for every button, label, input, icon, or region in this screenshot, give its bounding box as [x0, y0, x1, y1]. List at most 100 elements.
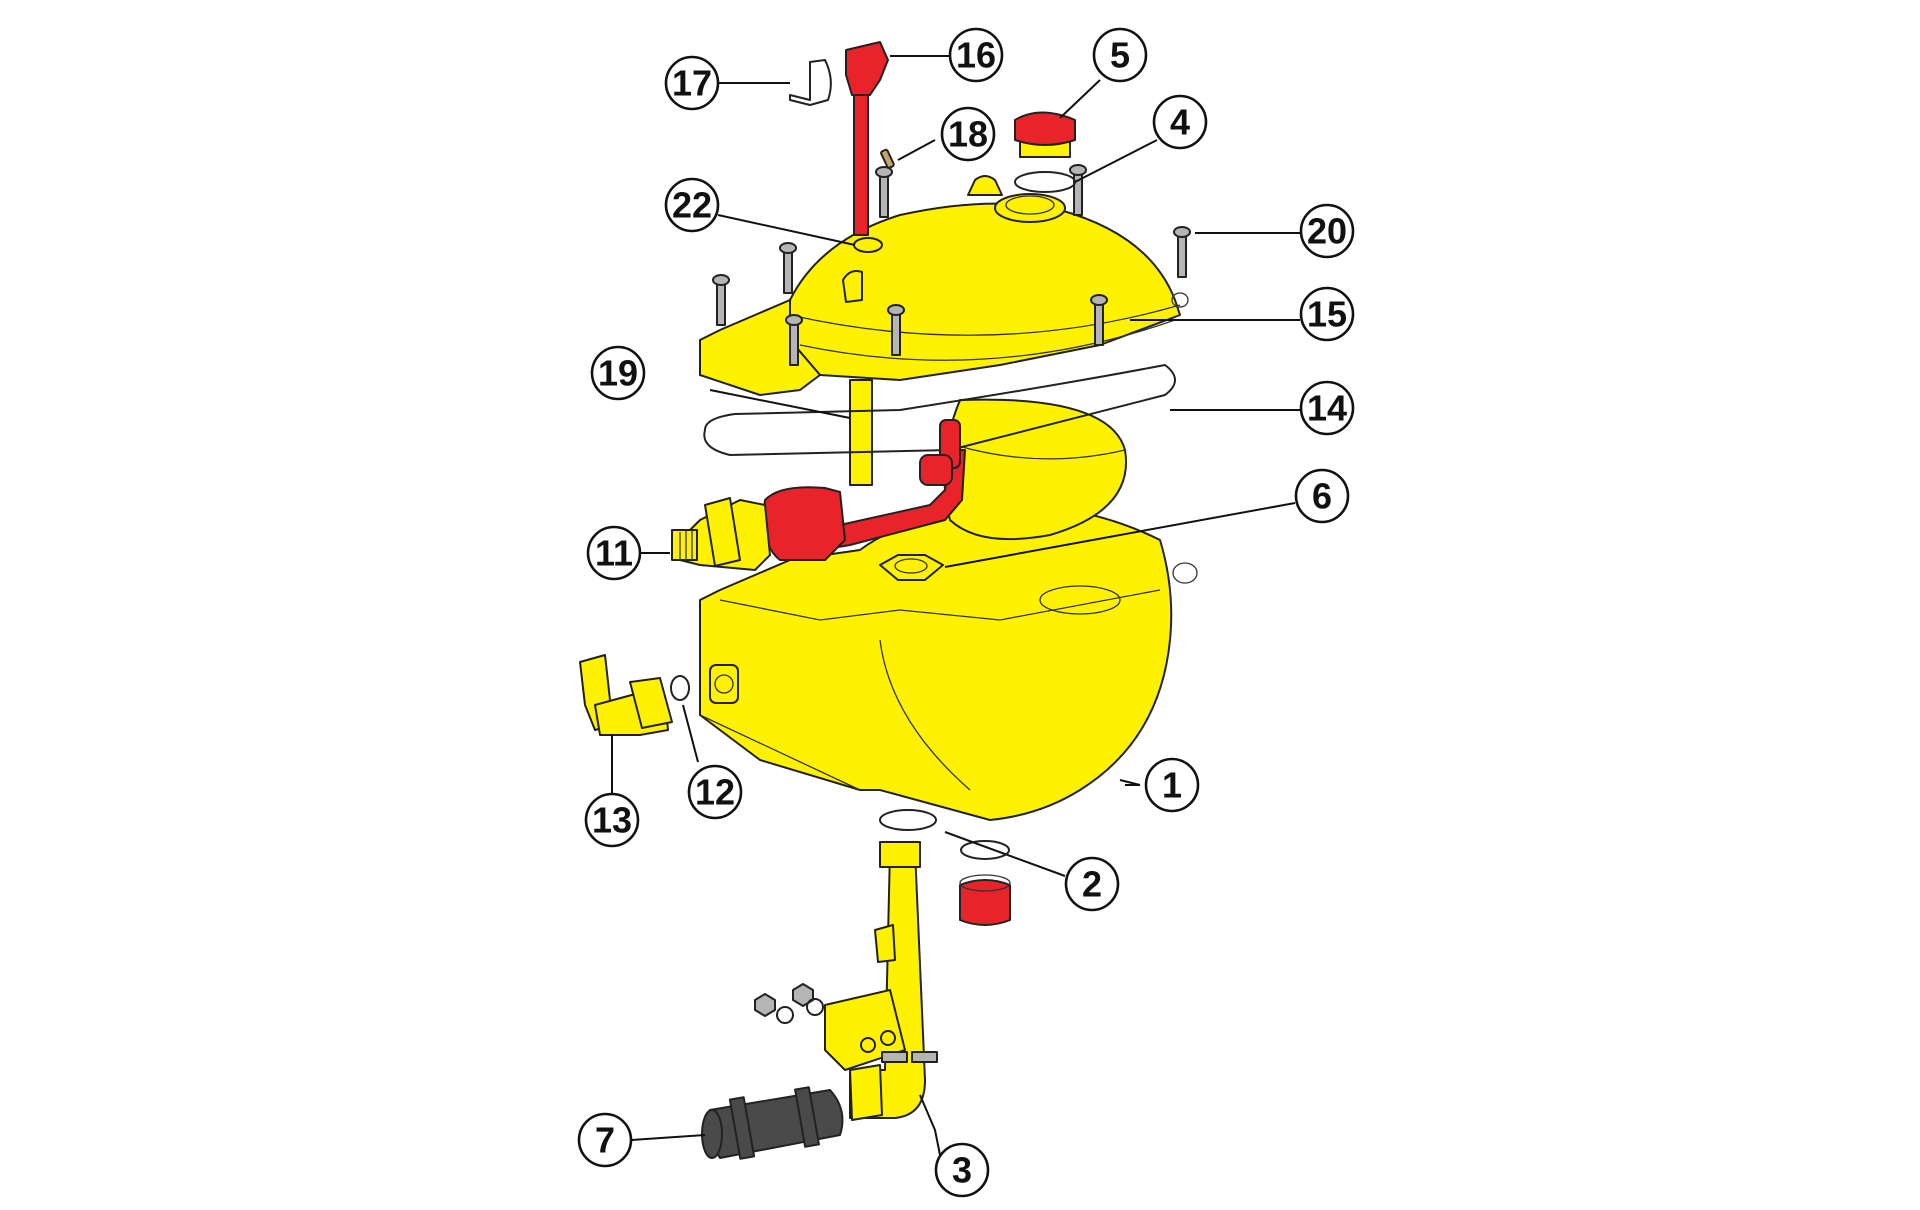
valve-body-red	[763, 486, 846, 561]
svg-text:16: 16	[956, 35, 996, 76]
side-port-hole	[714, 674, 734, 694]
washer-part-12	[670, 675, 690, 701]
filter-body	[707, 1089, 844, 1159]
dipstick-part-16	[845, 41, 889, 236]
outlet-pipe-thread	[879, 841, 921, 868]
svg-text:20: 20	[1307, 211, 1347, 252]
filler-cap-part-5	[1014, 111, 1076, 158]
svg-text:6: 6	[1312, 476, 1332, 517]
callout-3: 3	[934, 1142, 990, 1198]
callout-5: 5	[1092, 27, 1148, 83]
callout-2: 2	[1064, 856, 1120, 912]
svg-text:12: 12	[695, 772, 735, 813]
bolt	[785, 314, 803, 366]
bolt	[1173, 226, 1191, 278]
bolt	[1069, 164, 1087, 216]
callout-6: 6	[1294, 468, 1350, 524]
bracket-bolt	[911, 1051, 938, 1063]
outlet-pipe-lug	[874, 924, 896, 963]
flat-washer	[776, 1006, 794, 1024]
callout-12: 12	[687, 764, 743, 820]
drain-plug	[959, 874, 1011, 926]
filter-clamp	[794, 1086, 820, 1148]
callout-7: 7	[577, 1112, 633, 1168]
bolt	[887, 304, 905, 356]
bolts-part-20	[712, 164, 1191, 366]
svg-text:2: 2	[1082, 864, 1102, 905]
leader-19	[709, 389, 851, 419]
hex-nut-6-bore	[894, 558, 928, 574]
filler-neck-bore	[1005, 195, 1055, 215]
upper-cover-flange-lower	[799, 319, 1176, 361]
hex-nut-6	[879, 554, 944, 581]
callout-4: 4	[1152, 94, 1208, 150]
svg-text:4: 4	[1170, 102, 1190, 143]
callout-16: 16	[948, 27, 1004, 83]
wire-clip-part-14	[703, 364, 1176, 456]
leader-18	[897, 139, 936, 161]
leader-7	[631, 1134, 706, 1141]
callout-20: 20	[1299, 203, 1355, 259]
dipstick-rod	[853, 94, 869, 236]
hose-elbow-part-13	[579, 654, 673, 736]
lower-bowl-lug	[1172, 562, 1198, 584]
callout-15: 15	[1299, 286, 1355, 342]
pin-part-18	[880, 148, 895, 169]
hex-port-part-6	[879, 554, 944, 581]
leader-3	[919, 1094, 941, 1156]
bracket-bolt	[881, 1051, 908, 1063]
svg-text:7: 7	[595, 1120, 615, 1161]
lower-bowl-part-1	[699, 503, 1198, 821]
bolt	[1090, 294, 1108, 346]
gasket-part-2b	[960, 840, 1010, 860]
hex-nut	[792, 983, 814, 1007]
bolt	[779, 242, 797, 294]
leader-2	[944, 831, 1066, 877]
inlet-hex-nut	[704, 497, 741, 567]
filler-cap-head	[1014, 111, 1076, 146]
upper-cover-flange-line	[789, 304, 1181, 336]
cover-guide-boss	[842, 270, 863, 303]
leader-5	[1059, 79, 1101, 119]
callout-13: 13	[584, 792, 640, 848]
filler-neck	[994, 193, 1066, 223]
inlet-threads	[679, 530, 693, 560]
leader-6	[944, 502, 1296, 568]
leader-22	[717, 214, 856, 246]
lower-bowl-contour	[879, 639, 971, 791]
dipstick-handle	[845, 41, 889, 96]
o-ring-part-4	[1014, 171, 1076, 193]
lower-bowl-pad	[1039, 585, 1121, 615]
inlet-threaded-nose	[671, 529, 698, 561]
callouts: 1 2 3 4 5 6 7 11 12 13 14 15 16 17 18 19…	[577, 27, 1355, 1198]
elbow-hex-nut	[629, 677, 673, 729]
upper-cover-part-15	[699, 175, 1189, 396]
mounting-bracket	[824, 989, 906, 1071]
lower-bowl-shell	[699, 503, 1173, 821]
callout-18: 18	[940, 106, 996, 162]
float-arm-clamp	[919, 454, 953, 486]
svg-text:18: 18	[948, 114, 988, 155]
callout-14: 14	[1299, 380, 1355, 436]
bolt	[712, 274, 730, 326]
callout-22: 22	[664, 177, 720, 233]
filter-end	[701, 1109, 723, 1159]
leader-4	[1074, 139, 1158, 183]
loose-hardware	[754, 983, 824, 1024]
outlet-pipe-part-3	[824, 841, 938, 1121]
bracket-washer	[860, 1037, 876, 1053]
inlet-fitting-part-11	[671, 497, 771, 571]
svg-text:5: 5	[1110, 35, 1130, 76]
lower-bowl-base-edge	[699, 714, 861, 791]
svg-text:13: 13	[592, 800, 632, 841]
leader-12	[682, 704, 699, 763]
bracket-part-17	[789, 59, 832, 106]
gasket-part-2a	[879, 809, 937, 831]
leader-lines	[611, 55, 1300, 1156]
filter-part-7	[701, 1086, 844, 1160]
svg-text:3: 3	[952, 1150, 972, 1191]
flat-washer	[806, 998, 824, 1016]
svg-text:17: 17	[672, 63, 712, 104]
bracket-washer	[880, 1030, 896, 1046]
